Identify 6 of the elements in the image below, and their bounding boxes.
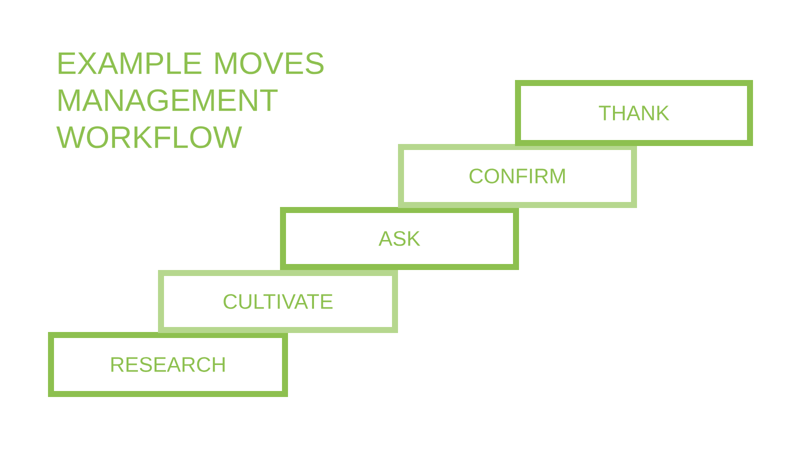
step-box: CONFIRM [398, 144, 637, 208]
step-box: CULTIVATE [158, 270, 398, 333]
step-box: THANK [515, 80, 753, 146]
step-box: RESEARCH [48, 332, 288, 397]
step-box: ASK [280, 207, 519, 270]
title: EXAMPLE MOVES MANAGEMENT WORKFLOW [56, 52, 324, 148]
